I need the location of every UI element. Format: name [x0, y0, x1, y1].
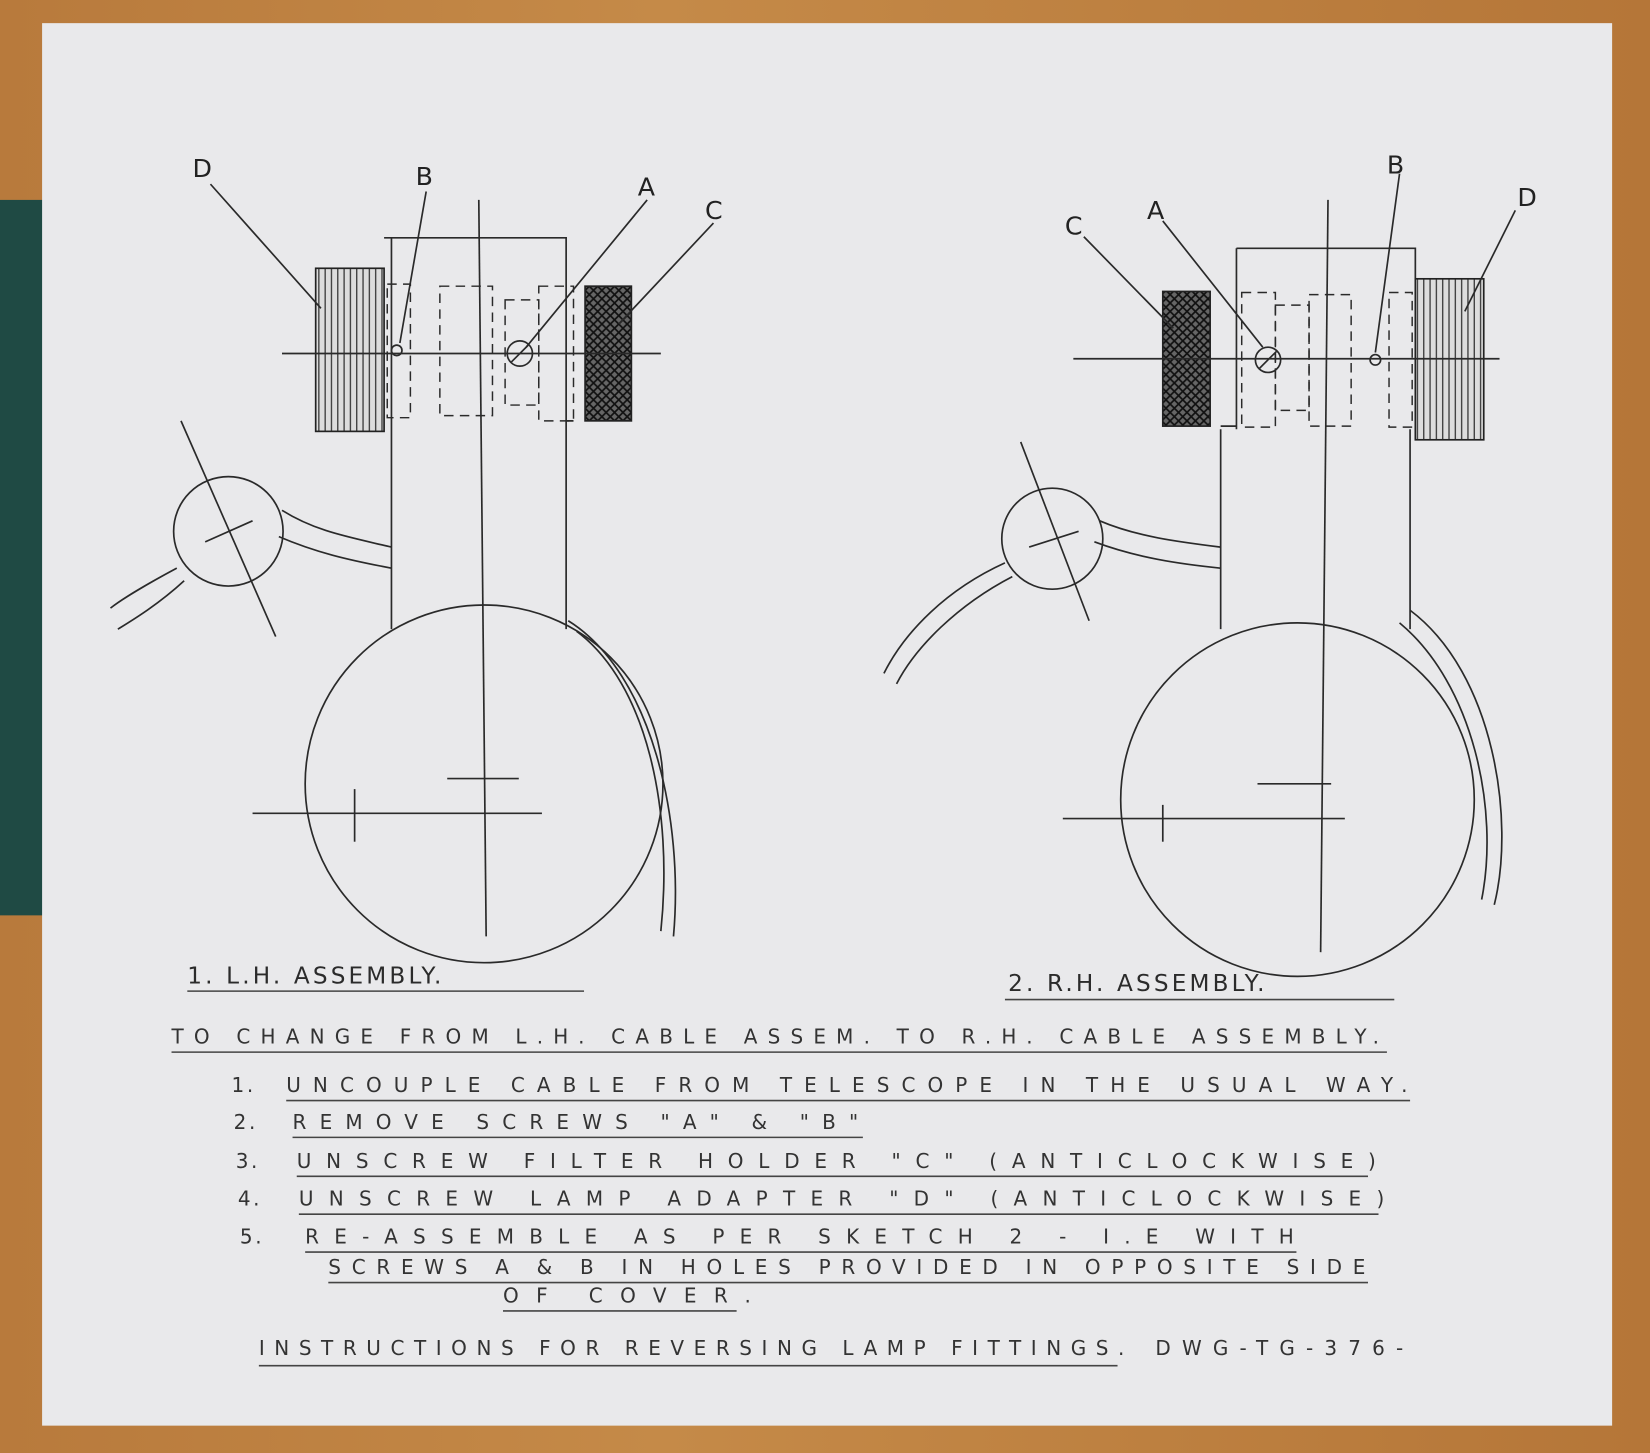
screw-a	[506, 340, 534, 367]
screw-b-right	[1369, 353, 1382, 366]
caption-right: 2. R.H. ASSEMBLY.	[1008, 971, 1268, 997]
lamp-adapter-d	[314, 267, 385, 433]
label-b-right: B	[1387, 151, 1404, 180]
screw-a-right	[1254, 346, 1282, 374]
step-number: 5.	[240, 1225, 264, 1249]
label-d-right: D	[1517, 183, 1536, 212]
screw-b	[390, 344, 403, 357]
paper-sheet	[42, 23, 1613, 1426]
label-d: D	[193, 154, 212, 183]
label-a: A	[638, 173, 656, 202]
step-number: 3.	[236, 1149, 260, 1173]
step-number: 4.	[238, 1187, 262, 1211]
step-number: 1.	[232, 1073, 256, 1097]
step-text-continued: SCREWS A & B IN HOLES PROVIDED IN OPPOSI…	[328, 1255, 1368, 1279]
instructions-heading: TO CHANGE FROM L.H. CABLE ASSEM. TO R.H.…	[171, 1025, 1382, 1049]
caption-left: 1. L.H. ASSEMBLY.	[187, 964, 444, 990]
left-assembly: D B A C	[109, 154, 723, 964]
step-number: 2.	[234, 1110, 258, 1134]
step-text: RE-ASSEMBLE AS PER SKETCH 2 - I.E WITH	[305, 1225, 1296, 1249]
step-text-continued: OF COVER.	[503, 1284, 753, 1308]
right-assembly: C A B D	[883, 151, 1537, 978]
label-c-right: C	[1065, 212, 1083, 241]
label-c: C	[705, 196, 723, 225]
label-a-right: A	[1147, 196, 1165, 225]
label-b: B	[416, 162, 433, 191]
